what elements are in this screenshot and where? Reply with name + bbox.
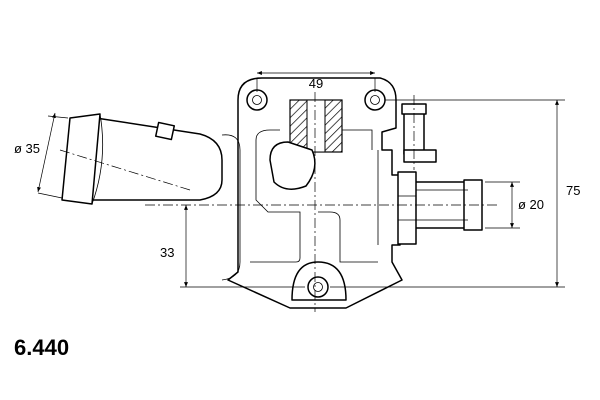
mounting-ear-bottom <box>291 261 347 301</box>
dimension-75: 75 <box>330 99 580 288</box>
dimension-49-label: 49 <box>309 76 323 91</box>
part-number: 6.440 <box>14 335 69 360</box>
mounting-ear-right <box>364 89 386 111</box>
bleed-nipple <box>401 103 437 163</box>
dimension-33-label: 33 <box>160 245 174 260</box>
dimension-dia-35-label: ø 35 <box>14 141 40 156</box>
hex-nut <box>397 171 417 245</box>
centre-lines <box>59 92 500 312</box>
mounting-ear-left <box>246 89 268 111</box>
dimension-dia-20-label: ø 20 <box>518 197 544 212</box>
sectioned-boss <box>269 99 343 190</box>
dimension-75-label: 75 <box>566 183 580 198</box>
dimension-49: 49 <box>256 71 376 92</box>
housing-body <box>221 77 403 309</box>
inlet-spigot <box>61 113 223 205</box>
dimension-33: 33 <box>160 205 305 288</box>
dimension-dia-35: ø 35 <box>14 112 69 199</box>
dimension-dia-20: ø 20 <box>485 181 544 229</box>
